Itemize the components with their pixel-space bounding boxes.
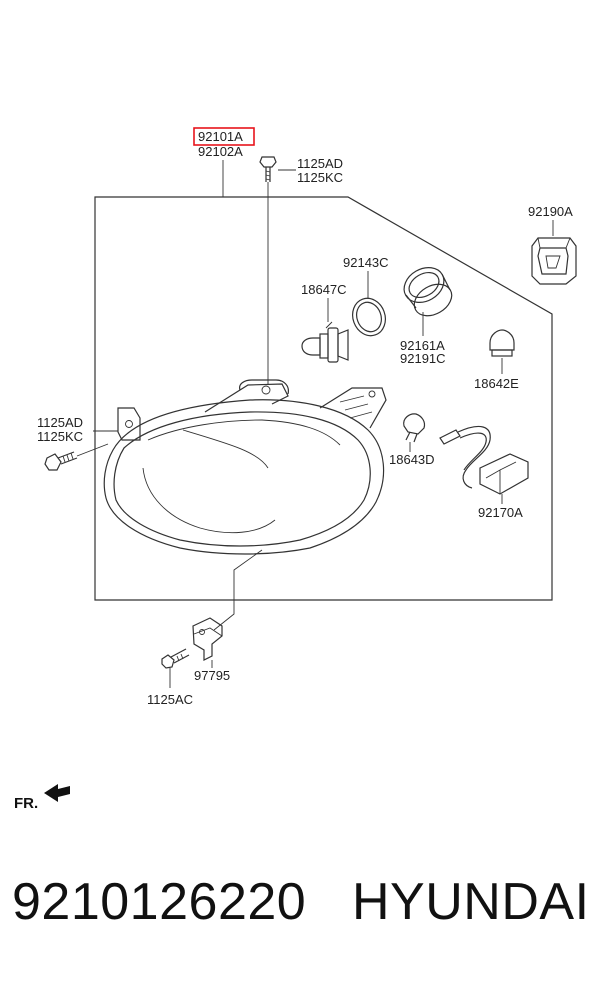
dust-cap-icon bbox=[403, 267, 453, 317]
label-97795[interactable]: 97795 bbox=[194, 668, 230, 683]
brand-name: HYUNDAI bbox=[352, 873, 590, 931]
label-92161A[interactable]: 92161A bbox=[400, 338, 445, 353]
clip-nut-icon bbox=[117, 407, 141, 441]
bolt-top-icon bbox=[259, 156, 277, 182]
front-arrow-icon bbox=[44, 784, 70, 802]
label-18643D[interactable]: 18643D bbox=[389, 452, 435, 467]
headlamp-housing bbox=[103, 379, 387, 555]
label-92191C[interactable]: 92191C bbox=[400, 351, 446, 366]
label-1125KC-left[interactable]: 1125KC bbox=[37, 429, 83, 444]
side-bulb-icon bbox=[489, 329, 515, 357]
front-marker-label: FR. bbox=[14, 795, 38, 812]
label-18647C[interactable]: 18647C bbox=[301, 282, 347, 297]
footer: 9210126220 HYUNDAI bbox=[0, 872, 600, 952]
part-number: 9210126220 bbox=[12, 873, 307, 931]
label-92143C[interactable]: 92143C bbox=[343, 255, 389, 270]
bracket-icon bbox=[192, 617, 223, 661]
label-18642E[interactable]: 18642E bbox=[474, 376, 519, 391]
label-92170A[interactable]: 92170A bbox=[478, 505, 523, 520]
label-92101A[interactable]: 92101A bbox=[198, 129, 243, 144]
small-bulb-icon bbox=[403, 413, 426, 443]
seal-ring-icon bbox=[352, 297, 386, 337]
bulb-cover-icon bbox=[531, 237, 577, 285]
label-1125AD-left[interactable]: 1125AD bbox=[37, 415, 83, 430]
socket-wire-icon bbox=[439, 425, 529, 495]
label-1125AD-top[interactable]: 1125AD bbox=[297, 156, 343, 171]
h4-bulb-icon bbox=[301, 321, 349, 363]
label-92190A[interactable]: 92190A bbox=[528, 204, 573, 219]
leader-bracket bbox=[213, 549, 263, 631]
label-1125KC-top[interactable]: 1125KC bbox=[297, 170, 343, 185]
label-1125AC[interactable]: 1125AC bbox=[147, 692, 193, 707]
label-92102A[interactable]: 92102A bbox=[198, 144, 243, 159]
leader-bolt-left bbox=[76, 443, 109, 457]
highlight-box bbox=[193, 127, 255, 146]
assembly-frame bbox=[94, 196, 553, 601]
bolt-bottom-icon bbox=[161, 648, 190, 669]
bolt-left-icon bbox=[44, 451, 78, 471]
